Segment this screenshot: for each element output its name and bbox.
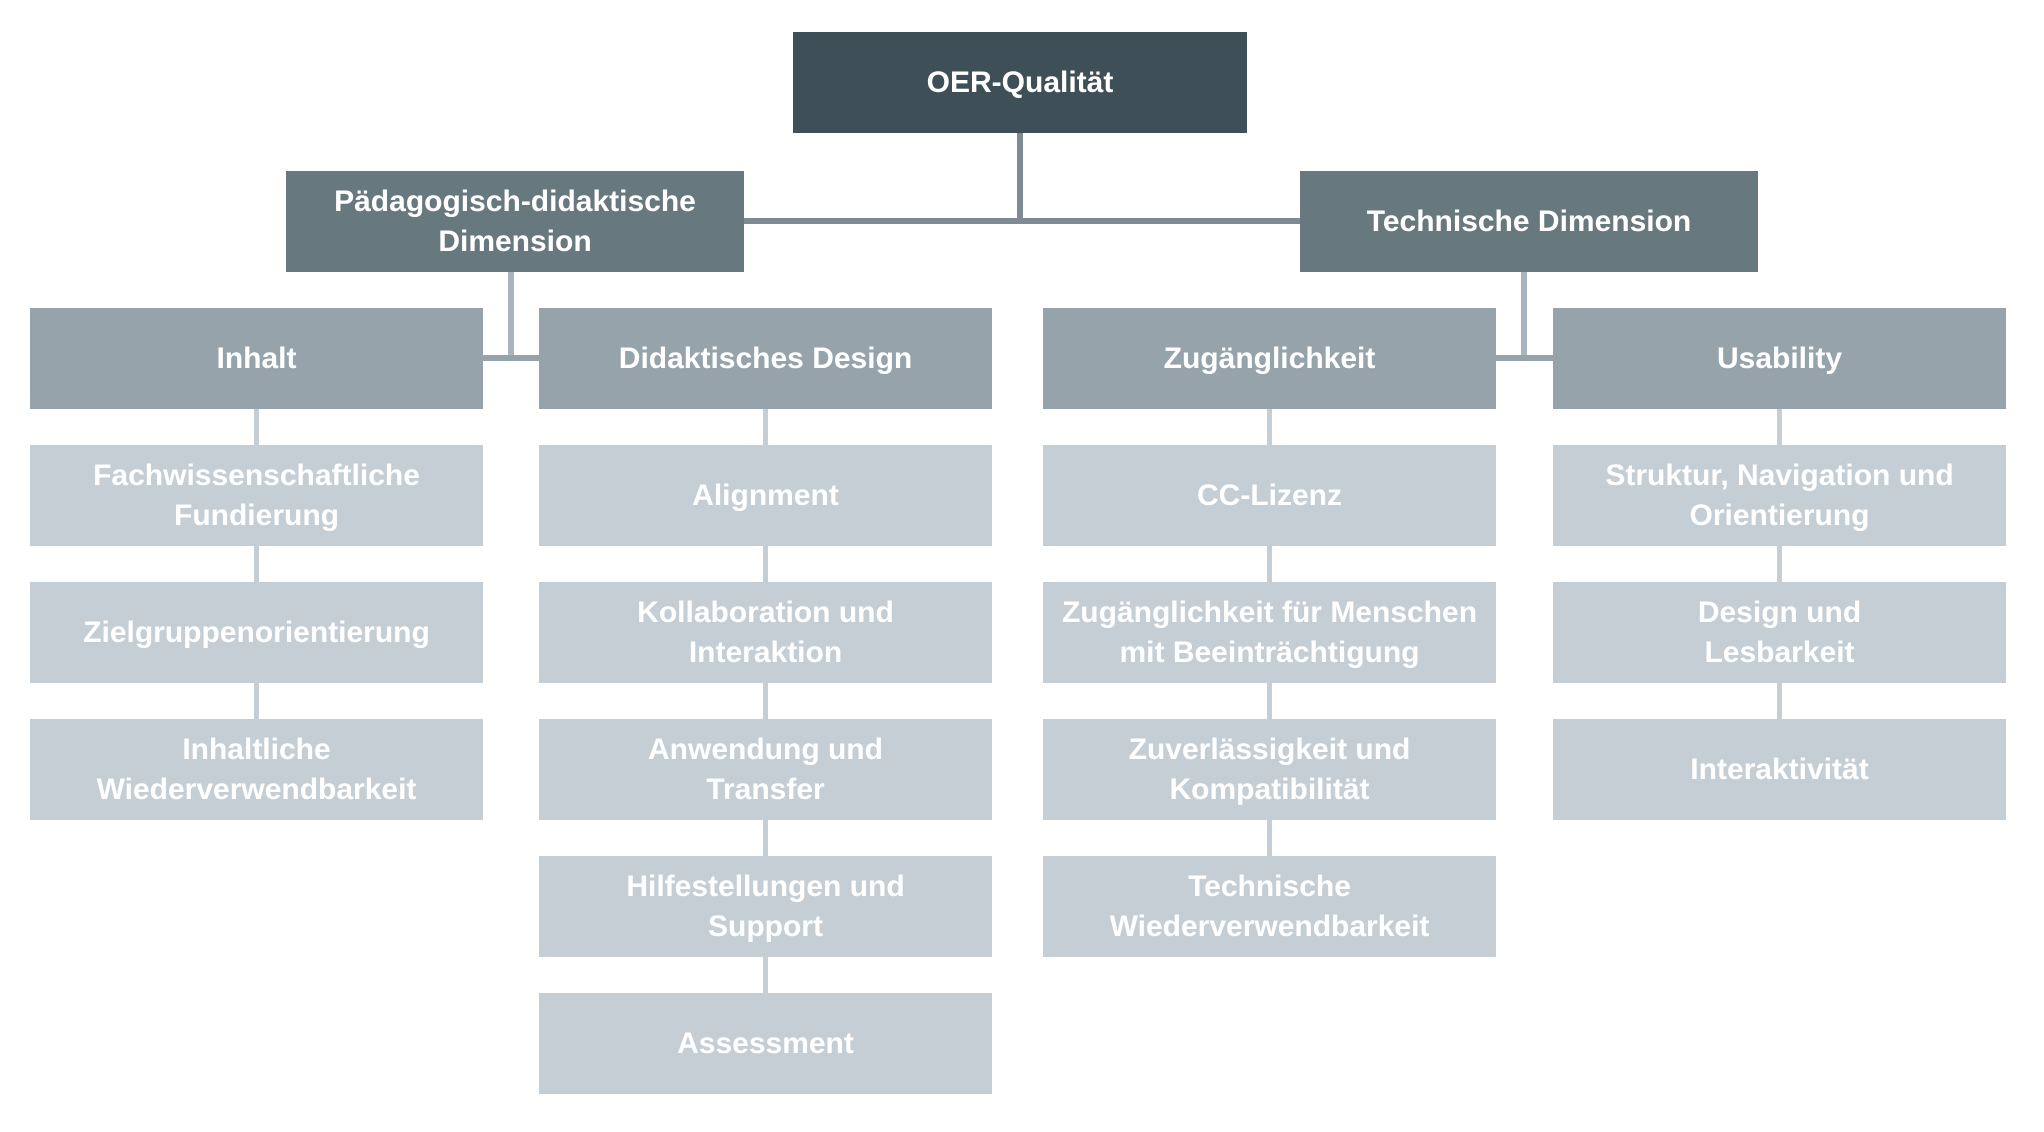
item-box-zugaenglichkeit-fuer-menschen-label: Zugänglichkeit für Menschen mit Beeinträ… xyxy=(1061,595,1478,669)
item-box-zielgruppenorientierung: Zielgruppenorientierung xyxy=(30,582,483,683)
category-box-usability: Usability xyxy=(1553,308,2006,409)
root-box-oer-qualitaet: OER-Qualität xyxy=(793,32,1247,133)
category-box-usability-label: Usability xyxy=(1716,341,1843,375)
item-box-inhaltliche: Inhaltliche Wiederverwendbarkeit xyxy=(30,719,483,820)
item-box-design-und-label: Design und Lesbarkeit xyxy=(1697,595,1862,669)
connector-column-1-3 xyxy=(763,820,768,856)
connector-root-horizontal xyxy=(744,218,1300,224)
connector-column-2-1 xyxy=(1267,546,1272,582)
connector-column-1-4 xyxy=(763,957,768,993)
connector-column-0-1 xyxy=(254,546,259,582)
item-box-hilfestellungen-und: Hilfestellungen und Support xyxy=(539,856,992,957)
category-box-didaktisches-design: Didaktisches Design xyxy=(539,308,992,409)
connector-column-3-1 xyxy=(1777,546,1782,582)
item-box-fachwissenschaftliche: Fachwissenschaftliche Fundierung xyxy=(30,445,483,546)
connector-column-1-2 xyxy=(763,683,768,719)
connector-column-3-2 xyxy=(1777,683,1782,719)
item-box-kollaboration-und: Kollaboration und Interaktion xyxy=(539,582,992,683)
connector-bridge-right xyxy=(1496,355,1553,361)
connector-column-2-0 xyxy=(1267,409,1272,445)
category-box-didaktisches-design-label: Didaktisches Design xyxy=(618,341,913,375)
item-box-zuverlaessigkeit-und: Zuverlässigkeit und Kompatibilität xyxy=(1043,719,1496,820)
connector-column-3-0 xyxy=(1777,409,1782,445)
root-label: OER-Qualität xyxy=(926,65,1114,99)
connector-column-0-2 xyxy=(254,683,259,719)
connector-column-1-0 xyxy=(763,409,768,445)
item-box-anwendung-und: Anwendung und Transfer xyxy=(539,719,992,820)
item-box-technische: Technische Wiederverwendbarkeit xyxy=(1043,856,1496,957)
connector-root-vertical xyxy=(1017,133,1023,224)
connector-dimension-left-vertical xyxy=(508,272,514,361)
item-box-zielgruppenorientierung-label: Zielgruppenorientierung xyxy=(83,615,430,649)
item-box-assessment: Assessment xyxy=(539,993,992,1094)
category-box-zugaenglichkeit-label: Zugänglichkeit xyxy=(1163,341,1376,375)
connector-column-2-2 xyxy=(1267,683,1272,719)
item-box-cc-lizenz: CC-Lizenz xyxy=(1043,445,1496,546)
category-box-inhalt: Inhalt xyxy=(30,308,483,409)
item-box-cc-lizenz-label: CC-Lizenz xyxy=(1197,478,1342,512)
item-box-alignment-label: Alignment xyxy=(692,478,839,512)
item-box-assessment-label: Assessment xyxy=(677,1026,854,1060)
item-box-struktur-navigation-und: Struktur, Navigation und Orientierung xyxy=(1553,445,2006,546)
item-box-struktur-navigation-und-label: Struktur, Navigation und Orientierung xyxy=(1605,458,1954,532)
category-box-inhalt-label: Inhalt xyxy=(216,341,297,375)
item-box-zugaenglichkeit-fuer-menschen: Zugänglichkeit für Menschen mit Beeinträ… xyxy=(1043,582,1496,683)
item-box-zuverlaessigkeit-und-label: Zuverlässigkeit und Kompatibilität xyxy=(1128,732,1411,806)
item-box-interaktivitaet-label: Interaktivität xyxy=(1690,752,1869,786)
item-box-interaktivitaet: Interaktivität xyxy=(1553,719,2006,820)
connector-dimension-right-vertical xyxy=(1521,272,1527,361)
dimension-label: Technische Dimension xyxy=(1366,204,1692,238)
item-box-kollaboration-und-label: Kollaboration und Interaktion xyxy=(637,595,894,669)
item-box-inhaltliche-label: Inhaltliche Wiederverwendbarkeit xyxy=(96,732,417,806)
connector-column-2-3 xyxy=(1267,820,1272,856)
item-box-alignment: Alignment xyxy=(539,445,992,546)
connector-bridge-left xyxy=(483,355,539,361)
dimension-label: Pädagogisch-didaktische Dimension xyxy=(334,184,696,258)
connector-column-0-0 xyxy=(254,409,259,445)
category-box-zugaenglichkeit: Zugänglichkeit xyxy=(1043,308,1496,409)
item-box-fachwissenschaftliche-label: Fachwissenschaftliche Fundierung xyxy=(93,458,420,532)
dimension-box-paedagogisch-didaktische: Pädagogisch-didaktische Dimension xyxy=(286,171,744,272)
item-box-technische-label: Technische Wiederverwendbarkeit xyxy=(1109,869,1430,943)
item-box-design-und: Design und Lesbarkeit xyxy=(1553,582,2006,683)
dimension-box-technische: Technische Dimension xyxy=(1300,171,1758,272)
connector-column-1-1 xyxy=(763,546,768,582)
item-box-anwendung-und-label: Anwendung und Transfer xyxy=(648,732,883,806)
item-box-hilfestellungen-und-label: Hilfestellungen und Support xyxy=(626,869,905,943)
